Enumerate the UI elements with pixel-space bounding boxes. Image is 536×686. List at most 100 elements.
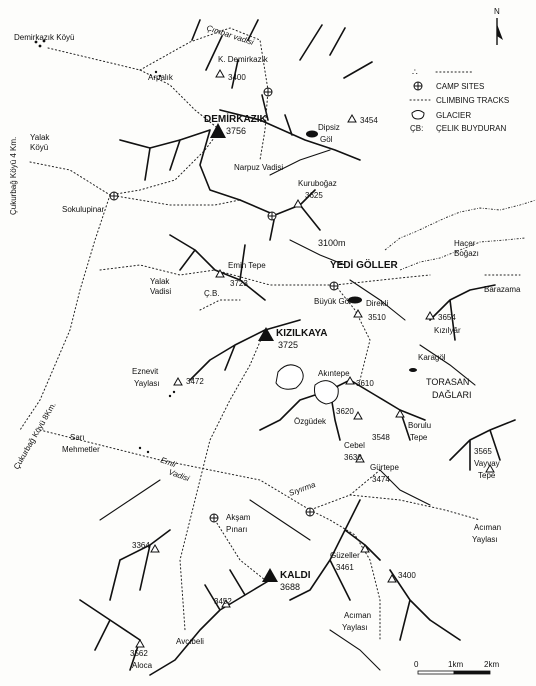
label-pinari: Pınarı [226,525,247,534]
label-mehmetler: Mehmetler [62,445,100,454]
peak-icon [173,376,183,386]
camp-site-icon [305,507,315,517]
label-3474: 3474 [372,475,390,484]
label-aksam: Akşam [226,513,251,522]
label-karagol: Karagöl [418,353,446,362]
scale-zero: 0 [414,660,419,669]
peak-icon [353,410,363,420]
peak-icon [485,463,495,473]
peak-icon [293,198,303,208]
valley-lines [99,149,476,671]
label-3548: 3548 [372,433,390,442]
climbing-tracks [19,27,521,641]
legend-glacier-label: GLACIER [436,111,471,120]
legend: ∴ CAMP SITES CLIMBING TRACKS GLACIER ÇB:… [409,67,509,133]
label-cimbar-vadisi: Çımbar vadisi [205,23,255,47]
label-gurtepe: Gürtepe [370,463,399,472]
north-arrow-head-icon [497,24,503,40]
label-vayvay-tepe: Tepe [478,471,496,480]
label-cebel: Cebel [344,441,365,450]
label-3100m: 3100m [318,238,346,248]
secondary-peaks [135,68,495,648]
label-aciman-east-yaylasi: Yaylası [472,535,498,544]
label-3723: 3723 [230,279,248,288]
label-emli: Emli [159,455,177,469]
label-kizilkaya: KIZILKAYA [276,328,328,339]
label-yalak-koyu: Köyü [30,143,48,152]
ridge-lines [79,19,516,676]
label-yalak-v: Yalak [150,277,170,286]
demirkazik-summit-icon [210,123,226,138]
scale-one-km: 1km [448,660,463,669]
region-boundary [384,199,536,271]
label-ozgudek: Özgüdek [294,417,327,426]
label-3562: 3562 [130,649,148,658]
label-hacer: Hacer [454,239,476,248]
label-kiziltyar: Kızılyâr [434,326,461,335]
label-emli-vadisi: Vadisi [167,467,190,483]
label-3610: 3610 [356,379,374,388]
north-label: N [494,7,500,16]
scale-two-km: 2km [484,660,499,669]
peak-icon [215,68,225,78]
label-daglari: DAĞLARI [432,390,472,400]
label-bogazi: Boğazı [454,249,479,258]
peak-icon [360,543,370,553]
label-3400-south: 3400 [398,571,416,580]
label-3756: 3756 [226,126,246,136]
dipsiz-gol-lake [306,130,318,138]
camp-sites [109,87,339,523]
legend-cb-abbr: ÇB: [410,124,423,133]
label-barazama: Barazama [484,285,521,294]
camp-site-icon [329,281,339,291]
label-demirkazik-koyu-1: Demirkazık Köyü [14,33,74,42]
glaciers [275,364,339,405]
label-gol: Göl [320,135,333,144]
label-yalak: Yalak [30,133,50,142]
label-kuruboguz: Kuruboğaz [298,179,337,188]
label-sari: Sarı [70,433,85,442]
label-emin-tepe: Emin Tepe [228,261,266,270]
label-3625: 3625 [305,191,323,200]
camp-site-icon [267,211,277,221]
peak-icon [215,268,225,278]
label-dipsiz: Dipsiz [318,123,340,132]
glacier-shape-1 [275,364,304,390]
label-cb-mark: Ç.B. [204,289,220,298]
legend-tracks-label: CLIMBING TRACKS [436,96,509,105]
label-narpuz-vadisi: Narpuz Vadisi [234,163,283,172]
label-eznevit: Eznevit [132,367,159,376]
label-aciman-south-yaylasi: Yaylası [342,623,368,632]
label-torasan: TORASAN [426,377,469,387]
camp-site-icon [263,87,273,97]
camp-site-icon [209,513,219,523]
buyuk-gol-lake [348,296,362,304]
label-3565: 3565 [474,447,492,456]
peak-icon [150,543,160,553]
label-sokulupinar: Sokulupinar [62,205,105,214]
legend-dots-symbol: ∴ [412,67,418,77]
peak-icon [135,638,145,648]
peak-icon [347,113,357,123]
label-3454: 3454 [360,116,378,125]
label-3510: 3510 [368,313,386,322]
peak-icon [387,573,397,583]
kaldi-summit-icon [262,568,278,582]
legend-glacier-icon [411,110,425,120]
village-dots [34,39,176,454]
label-3452: 3452 [214,597,232,606]
glacier-shape-2 [314,380,339,405]
label-yedi-goller: YEDİ GÖLLER [330,258,399,271]
kizilkaya-summit-icon [258,327,274,341]
legend-row-tracks: CLIMBING TRACKS [409,96,509,105]
legend-row-dots: ∴ [412,67,473,77]
label-3654: 3654 [438,313,456,322]
scale-segment-black [453,670,491,675]
legend-row-camp: CAMP SITES [413,81,484,91]
label-vayvay: Vayvay [474,459,500,468]
label-arpalik: Arpalık [148,73,174,82]
main-summits [210,123,278,582]
label-eznevit-yaylasi: Yaylası [134,379,160,388]
